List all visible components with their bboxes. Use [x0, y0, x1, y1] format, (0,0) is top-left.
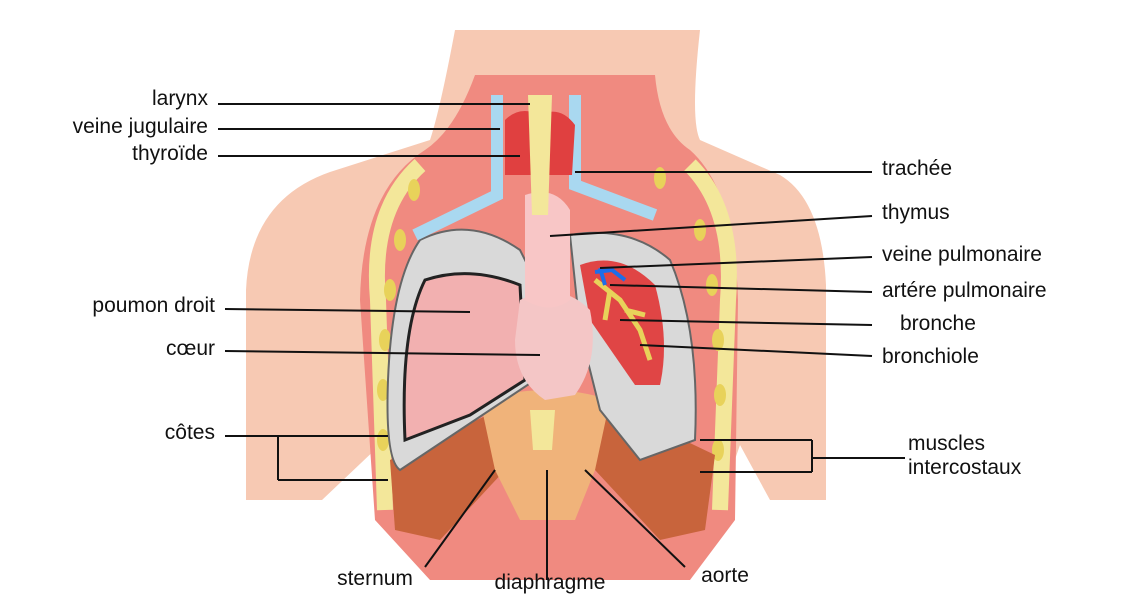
label-thyroide: thyroïde	[60, 143, 208, 164]
sternum-shape	[530, 410, 555, 450]
label-sternum: sternum	[310, 568, 440, 589]
label-coeur: cœur	[100, 338, 215, 359]
label-veine-pulmonaire: veine pulmonaire	[882, 244, 1042, 265]
label-muscles: muscles	[908, 433, 985, 454]
label-diaphragme: diaphragme	[480, 572, 620, 593]
label-poumon-droit: poumon droit	[30, 295, 215, 316]
label-bronche: bronche	[900, 313, 976, 334]
label-aorte: aorte	[675, 565, 775, 586]
label-thymus: thymus	[882, 202, 950, 223]
label-bronchiole: bronchiole	[882, 346, 979, 367]
trachea-shape	[528, 95, 552, 215]
label-trachee: trachée	[882, 158, 952, 179]
label-veine-jugulaire: veine jugulaire	[8, 116, 208, 137]
label-larynx: larynx	[80, 88, 208, 109]
label-artere-pulmonaire: artére pulmonaire	[882, 280, 1047, 301]
label-intercostaux: intercostaux	[908, 457, 1021, 478]
label-cotes: côtes	[100, 422, 215, 443]
